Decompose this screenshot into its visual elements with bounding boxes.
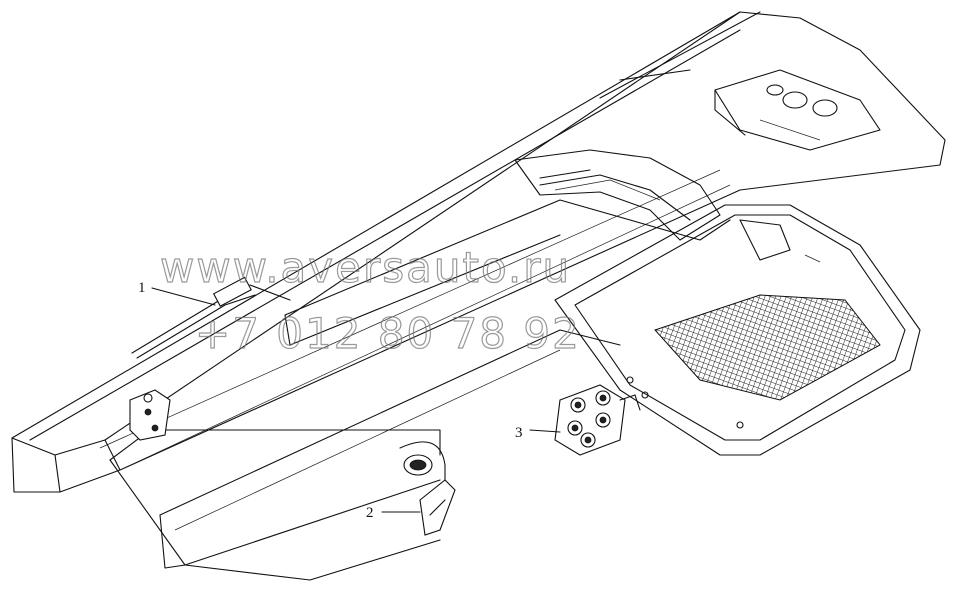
rail-valve-block bbox=[129, 389, 171, 441]
callout-1: 1 bbox=[138, 280, 146, 296]
frame-rail bbox=[11, 11, 946, 493]
watermark-phone: +7 012 80 78 92 bbox=[195, 309, 581, 358]
callout-2: 2 bbox=[366, 505, 374, 521]
leader-line-3 bbox=[529, 429, 561, 433]
second-rail bbox=[159, 199, 731, 569]
battery-tray bbox=[554, 204, 921, 456]
curved-bracket bbox=[514, 149, 721, 241]
part-1-rod-sensor bbox=[131, 276, 291, 359]
part-2-filler-neck bbox=[399, 441, 456, 536]
cross-member bbox=[714, 69, 881, 151]
part-3-multi-port-valve bbox=[554, 384, 641, 456]
watermark-site: www.aversauto.ru bbox=[160, 243, 571, 292]
callout-3: 3 bbox=[515, 425, 523, 441]
leader-line-1 bbox=[151, 287, 216, 306]
fuel-tank bbox=[109, 429, 441, 581]
